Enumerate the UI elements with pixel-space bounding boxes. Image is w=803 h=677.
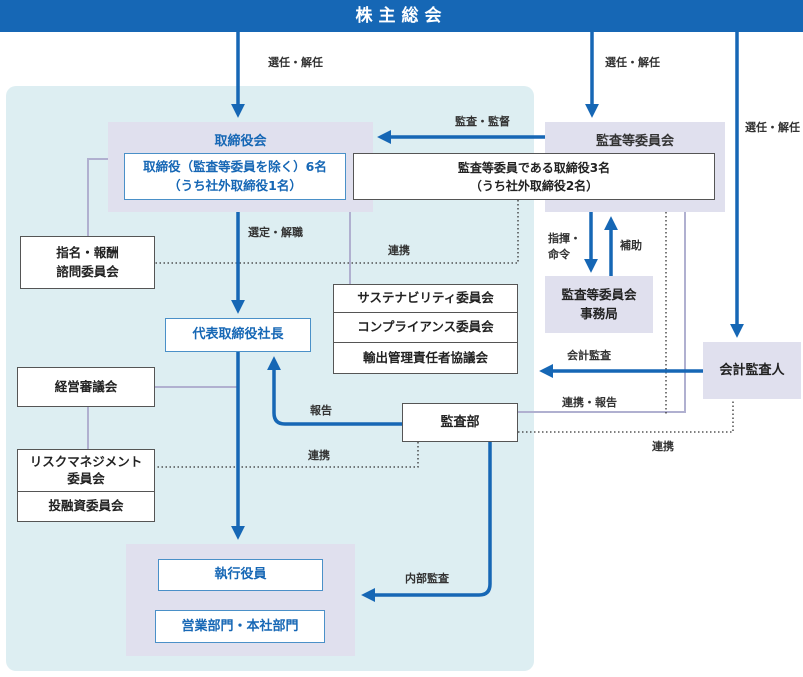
label-elect-mid: 選任・解任 <box>605 56 660 69</box>
arrow-report-president <box>267 356 402 426</box>
risk-committee-box: リスクマネジメント 委員会 <box>17 449 155 492</box>
label-audit-supervise: 監査・監督 <box>455 115 510 128</box>
audit-office-panel <box>545 276 653 333</box>
label-accounting-audit: 会計監査 <box>567 349 611 362</box>
coordination-nomination-line <box>155 200 519 264</box>
audit-office-box: 監査等委員会 事務局 <box>545 276 653 333</box>
board-members-line1: 取締役（監査等委員を除く）6名 <box>143 158 327 174</box>
export-control-box: 輸出管理責任者協議会 <box>333 343 518 374</box>
label-appoint-dismiss: 選定・解職 <box>248 226 303 239</box>
label-coordination-report: 連携・報告 <box>562 396 617 409</box>
label-coordination-nomination: 連携 <box>388 244 410 257</box>
board-nomination-connector <box>87 158 108 236</box>
audit-members-box: 監査等委員である取締役3名 （うち社外取締役2名） <box>353 153 715 200</box>
label-elect-left: 選任・解任 <box>268 56 323 69</box>
accounting-auditor-panel <box>703 342 801 399</box>
president-box: 代表取締役社長 <box>165 318 311 352</box>
coordination-risk-line <box>155 442 419 468</box>
label-coordination-auditor: 連携 <box>652 440 674 453</box>
board-title: 取締役会 <box>214 134 267 149</box>
audit-office-line2: 事務局 <box>580 305 618 321</box>
label-direct-order-1: 指揮・ <box>548 232 581 245</box>
board-members-box: 取締役（監査等委員を除く）6名 （うち社外取締役1名） <box>124 153 346 200</box>
risk-line2: 委員会 <box>67 470 105 486</box>
accounting-auditor-box: 会計監査人 <box>719 362 785 378</box>
audit-office-line1: 監査等委員会 <box>561 286 637 302</box>
shareholders-meeting: 株主総会 <box>0 0 803 32</box>
nomination-line1: 指名・報酬 <box>56 244 119 260</box>
management-council-box: 経営審議会 <box>17 367 155 407</box>
coordination-audit-dept-line <box>518 399 734 433</box>
label-coordination-risk: 連携 <box>308 449 330 462</box>
officers-box: 執行役員 <box>158 559 323 591</box>
internal-audit-dept-box: 監査部 <box>402 403 518 442</box>
investment-committee-box: 投融資委員会 <box>17 492 155 522</box>
risk-line1: リスクマネジメント <box>29 453 143 469</box>
sustainability-committee-box: サステナビリティ委員会 <box>333 284 518 313</box>
audit-committee-title: 監査等委員会 <box>595 134 674 149</box>
audit-dept-report-connector <box>518 212 686 413</box>
label-direct-order-2: 命令 <box>548 248 570 261</box>
label-internal-audit: 内部監査 <box>405 572 449 585</box>
nomination-committee-box: 指名・報酬 諮問委員会 <box>20 236 155 289</box>
nomination-line2: 諮問委員会 <box>56 263 119 279</box>
label-elect-right: 選任・解任 <box>745 121 800 134</box>
label-report-president: 報告 <box>310 404 332 417</box>
label-assist: 補助 <box>620 239 642 252</box>
board-members-line2: （うち社外取締役1名） <box>168 177 302 193</box>
audit-members-line1: 監査等委員である取締役3名 <box>457 160 611 175</box>
arrow-internal-audit <box>361 442 492 602</box>
departments-box: 営業部門・本社部門 <box>155 610 325 643</box>
audit-members-line2: （うち社外取締役2名） <box>469 178 599 193</box>
compliance-committee-box: コンプライアンス委員会 <box>333 313 518 343</box>
